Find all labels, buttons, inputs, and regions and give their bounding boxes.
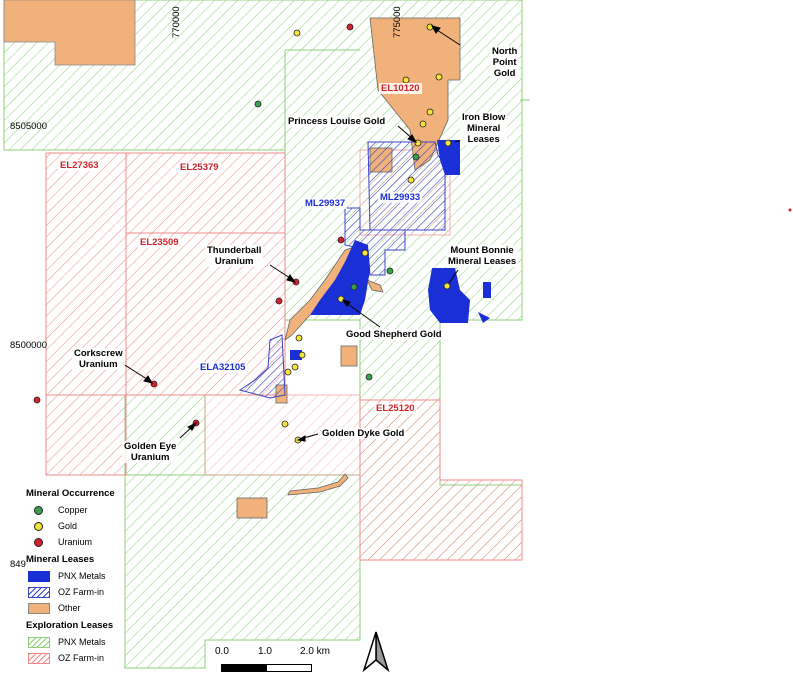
legend-mineral-title: Mineral Leases: [26, 554, 95, 565]
label-north-point-gold: North Point Gold: [490, 46, 520, 79]
oz-farm-in-mineral-leases: [238, 141, 446, 399]
legend-item-oz-exploration: OZ Farm-in: [28, 650, 134, 666]
mineral-occurrence-points: [33, 23, 792, 444]
hatched-green-swatch-icon: [28, 636, 50, 648]
legend-item-other-mineral: Other: [28, 600, 134, 616]
lease-label-ml29937: ML29937: [303, 198, 348, 209]
lease-label-el27363: EL27363: [58, 160, 101, 171]
northing-label: 8500000: [10, 340, 47, 351]
label-princess-louise-gold: Princess Louise Gold: [286, 116, 388, 127]
scale-segment-black: [221, 664, 267, 672]
map-legend: Mineral Occurrence Copper Gold Uranium M…: [22, 484, 134, 666]
lease-label-ml29933: ML29933: [378, 192, 423, 203]
northing-label: 849: [10, 559, 26, 570]
north-arrow-icon: [362, 631, 390, 673]
easting-label: 770000: [171, 6, 182, 38]
label-golden-eye-uranium: Golden Eye Uranium: [122, 441, 179, 463]
legend-item-oz-mineral: OZ Farm-in: [28, 584, 134, 600]
lease-label-ela32105: ELA32105: [198, 362, 248, 373]
hatched-red-swatch-icon: [28, 652, 50, 664]
gold-dot-icon: [34, 521, 43, 531]
legend-item-uranium: Uranium: [28, 534, 134, 550]
scale-label-1: 1.0: [258, 646, 272, 657]
legend-item-gold: Gold: [28, 518, 134, 534]
label-good-shepherd-gold: Good Shepherd Gold: [344, 329, 444, 340]
uranium-dot-icon: [34, 537, 43, 547]
label-golden-dyke-gold: Golden Dyke Gold: [320, 428, 407, 439]
label-leader-arrows: [119, 25, 464, 442]
solid-blue-swatch-icon: [28, 570, 50, 582]
lease-label-el23509: EL23509: [138, 237, 181, 248]
scale-bar: 0.0 1.0 2.0 km: [215, 646, 375, 686]
legend-occurrence-title: Mineral Occurrence: [26, 488, 115, 499]
scale-label-2: 2.0 km: [300, 646, 331, 657]
scale-label-0: 0.0: [215, 646, 229, 657]
legend-item-pnx-exploration: PNX Metals: [28, 634, 134, 650]
tan-swatch-icon: [28, 602, 50, 614]
label-iron-blow-mineral-leases: Iron Blow Mineral Leases: [460, 112, 508, 145]
legend-item-copper: Copper: [28, 502, 134, 518]
pnx-mineral-leases: [290, 140, 491, 360]
lease-label-el25120: EL25120: [374, 403, 417, 414]
label-corkscrew-uranium: Corkscrew Uranium: [72, 348, 125, 370]
label-thunderball-uranium: Thunderball Uranium: [205, 245, 264, 267]
legend-item-pnx-mineral: PNX Metals: [28, 568, 134, 584]
easting-label: 775000: [392, 6, 403, 38]
label-mount-bonnie-mineral-leases: Mount Bonnie Mineral Leases: [446, 245, 519, 267]
northing-label: 8505000: [10, 121, 47, 132]
copper-dot-icon: [34, 505, 43, 515]
lease-label-el25379: EL25379: [178, 162, 221, 173]
scale-segment-white: [266, 664, 312, 672]
lease-label-el10120: EL10120: [379, 83, 422, 94]
legend-exploration-title: Exploration Leases: [26, 620, 114, 631]
hatched-blue-swatch-icon: [28, 586, 50, 598]
